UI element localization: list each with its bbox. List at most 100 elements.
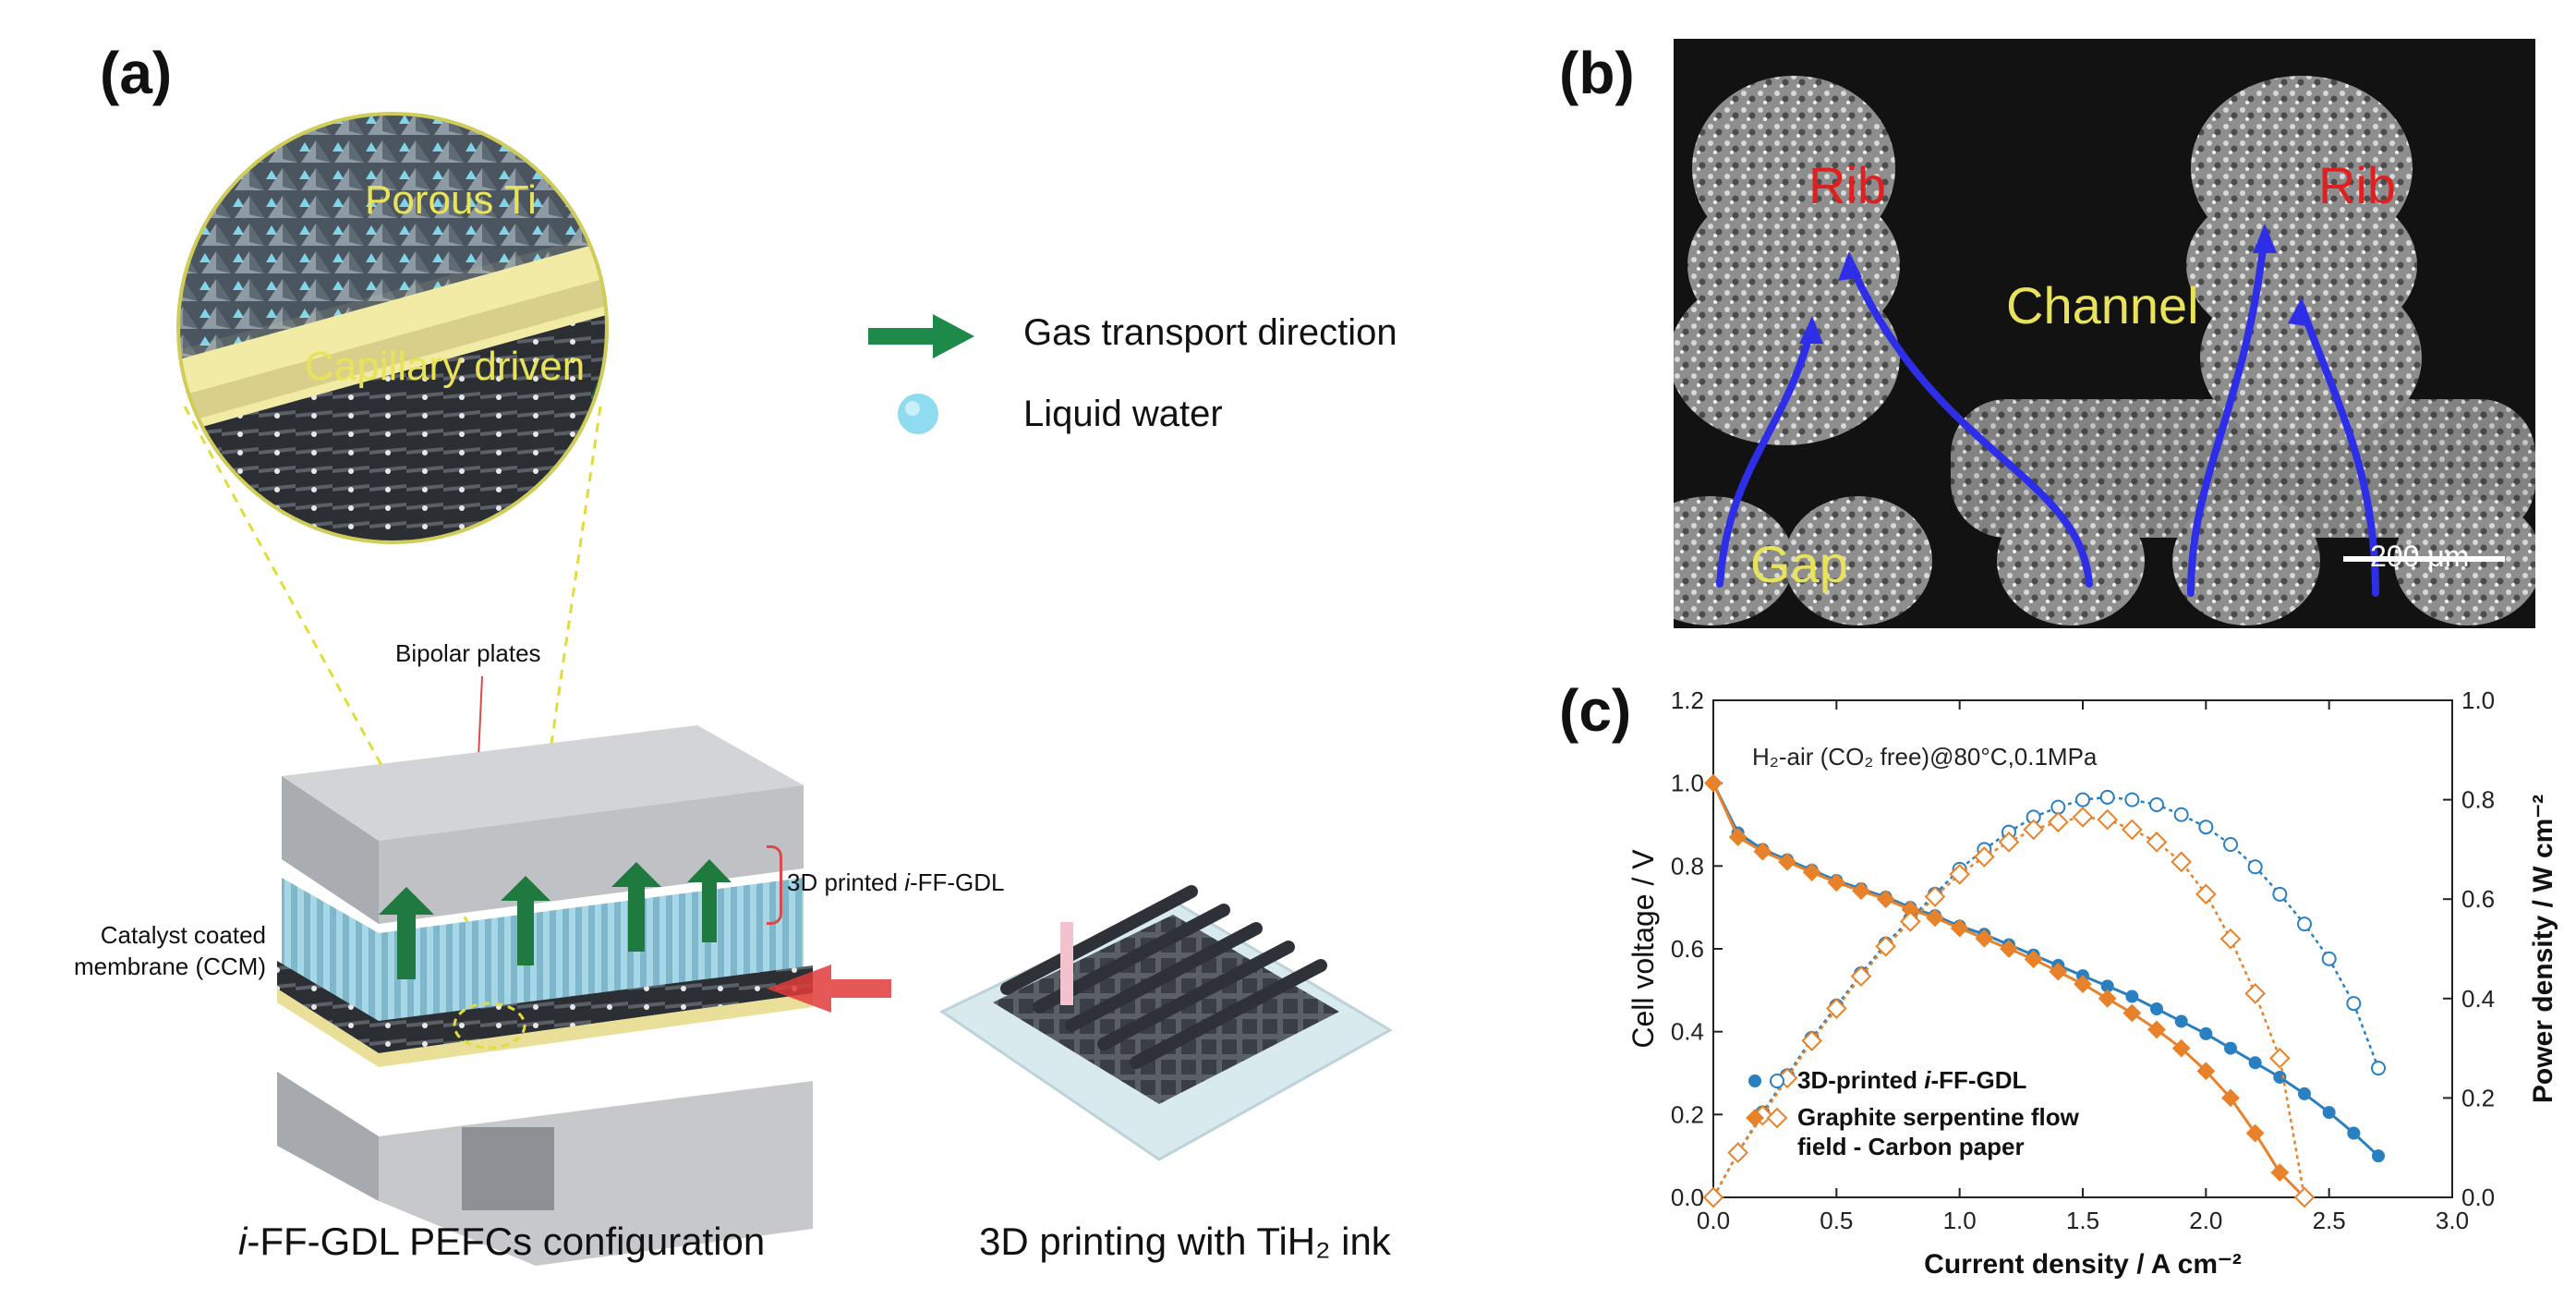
power-point-series-1 xyxy=(2023,819,2044,841)
power-point-series-1 xyxy=(2072,807,2094,828)
voltage-line-series-0 xyxy=(1711,783,2380,1158)
power-point-series-1 xyxy=(2293,1186,2316,1208)
legend-marker-open-series-1 xyxy=(1766,1107,1788,1129)
x-tick-label: 0.5 xyxy=(1820,1207,1853,1234)
channel-label: Channel xyxy=(2006,276,2199,334)
voltage-point-series-1 xyxy=(1778,852,1796,871)
power-point-series-0 xyxy=(2075,792,2090,807)
voltage-point-series-1 xyxy=(2074,975,2092,994)
voltage-point-series-1 xyxy=(1704,773,1723,793)
power-point-series-0 xyxy=(2198,819,2214,835)
power-point-series-0 xyxy=(2149,796,2164,812)
y-right-tick-label: 0.4 xyxy=(2461,985,2495,1013)
voltage-point-series-0 xyxy=(2347,1126,2361,1140)
legend-label-series-0: 3D-printed i-FF-GDL xyxy=(1797,1066,2027,1094)
power-point-series-1 xyxy=(2269,1048,2291,1069)
voltage-point-series-0 xyxy=(2322,1106,2336,1120)
power-point-series-0 xyxy=(2124,792,2140,807)
gap-label: Gap xyxy=(1750,535,1848,593)
power-point-series-0 xyxy=(2297,916,2312,932)
panel-a-label: (a) xyxy=(100,40,173,106)
power-point-series-1 xyxy=(1801,1030,1822,1051)
y-left-tick-label: 1.0 xyxy=(1671,770,1704,797)
legend-marker-open-series-0 xyxy=(1770,1074,1784,1088)
voltage-point-series-1 xyxy=(2098,989,2117,1008)
y-left-tick-label: 0.4 xyxy=(1671,1018,1704,1046)
zoom-circle-border xyxy=(176,112,609,544)
x-axis-label: Current density / A cm⁻² xyxy=(1924,1249,2242,1280)
gdl-label: 3D printed i-FF-GDL xyxy=(787,868,1005,896)
power-point-series-1 xyxy=(1875,935,1896,957)
power-point-series-1 xyxy=(1727,1142,1748,1163)
y-right-tick-label: 1.0 xyxy=(2461,686,2495,714)
power-point-series-1 xyxy=(1900,911,1921,932)
voltage-point-series-1 xyxy=(1728,828,1748,846)
power-point-series-1 xyxy=(1826,998,1847,1019)
power-point-series-0 xyxy=(2247,859,2263,875)
gas-arrow-icon xyxy=(868,314,974,358)
x-tick-label: 0.0 xyxy=(1697,1207,1730,1234)
power-point-series-0 xyxy=(2346,996,2362,1012)
voltage-point-series-1 xyxy=(1852,881,1870,901)
voltage-point-series-0 xyxy=(2174,1014,2188,1028)
voltage-point-series-0 xyxy=(2125,989,2139,1003)
power-point-series-1 xyxy=(1702,1186,1724,1208)
y-right-tick-label: 0.8 xyxy=(2461,786,2495,814)
voltage-point-series-1 xyxy=(2270,1163,2290,1182)
rib-left-label: Rib xyxy=(1808,156,1887,214)
y-left-axis-label: Cell voltage / V xyxy=(1627,849,1660,1049)
power-point-series-1 xyxy=(2171,851,2192,873)
condition-annotation: H₂-air (CO₂ free)@80°C,0.1MPa xyxy=(1752,743,2098,771)
voltage-point-series-0 xyxy=(2248,1056,2262,1070)
x-tick-label: 3.0 xyxy=(2436,1207,2469,1234)
gdl-bracket xyxy=(767,845,782,925)
power-point-series-1 xyxy=(2122,819,2143,841)
voltage-point-series-0 xyxy=(2199,1026,2213,1040)
x-tick-label: 2.0 xyxy=(2189,1207,2222,1234)
legend-marker-filled-series-1 xyxy=(1746,1109,1764,1127)
voltage-point-series-1 xyxy=(2245,1123,2265,1143)
power-point-series-0 xyxy=(2321,951,2337,966)
power-point-series-1 xyxy=(1949,863,1970,885)
y-left-tick-label: 0.6 xyxy=(1671,935,1704,963)
power-point-series-1 xyxy=(1998,832,2020,853)
panel-a-illustration xyxy=(176,112,1393,1266)
y-left-tick-label: 0.2 xyxy=(1671,1100,1704,1128)
scalebar-label: 200 μm xyxy=(2370,540,2470,573)
configuration-caption: i-FF-GDL PEFCs configuration xyxy=(238,1220,766,1263)
voltage-point-series-0 xyxy=(2150,1002,2163,1016)
power-point-series-1 xyxy=(1850,965,1872,987)
printing-caption: 3D printing with TiH₂ ink xyxy=(979,1220,1391,1263)
voltage-point-series-1 xyxy=(2000,940,2018,958)
voltage-point-series-0 xyxy=(2100,979,2114,993)
x-tick-label: 1.5 xyxy=(2066,1207,2099,1234)
sem-image xyxy=(1674,39,2535,628)
x-tick-label: 2.5 xyxy=(2313,1207,2346,1234)
voltage-point-series-0 xyxy=(2372,1149,2385,1163)
zoom-circle xyxy=(178,114,607,542)
voltage-point-series-0 xyxy=(2273,1070,2287,1084)
power-point-series-1 xyxy=(2146,832,2168,853)
voltage-point-series-1 xyxy=(1827,873,1846,892)
voltage-point-series-1 xyxy=(1950,918,1969,938)
voltage-point-series-1 xyxy=(1802,863,1821,881)
power-point-series-1 xyxy=(2219,928,2242,950)
panel-c-label: (c) xyxy=(1559,677,1632,744)
power-line-series-0 xyxy=(1711,795,2380,1198)
power-point-series-0 xyxy=(2099,789,2115,805)
capillary-driven-label: Capillary driven xyxy=(305,344,586,389)
voltage-point-series-1 xyxy=(2122,1003,2142,1023)
liquid-water-legend: Liquid water xyxy=(1023,394,1223,434)
voltage-point-series-1 xyxy=(2221,1088,2240,1108)
voltage-point-series-0 xyxy=(2298,1086,2311,1100)
power-point-series-0 xyxy=(2173,807,2189,822)
y-left-tick-label: 0.8 xyxy=(1671,852,1704,880)
power-point-series-0 xyxy=(2272,886,2288,902)
y-left-tick-label: 1.2 xyxy=(1671,686,1704,714)
voltage-point-series-1 xyxy=(1876,890,1895,909)
y-right-tick-label: 0.6 xyxy=(2461,885,2495,913)
x-tick-label: 1.0 xyxy=(1943,1207,1977,1234)
voltage-point-series-1 xyxy=(2147,1020,2166,1039)
